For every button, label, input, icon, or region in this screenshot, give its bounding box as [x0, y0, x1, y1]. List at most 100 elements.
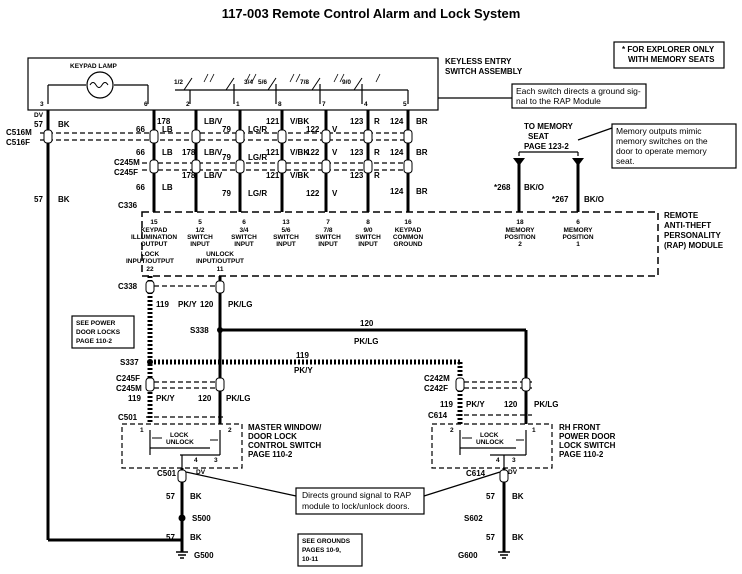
rh-pin: 2 [450, 427, 454, 434]
wire-123-color: R [374, 148, 380, 157]
wire-79-color: LG/R [248, 153, 267, 162]
connector-c614-bottom: C614 [466, 469, 486, 478]
gnd-color: BK [190, 492, 202, 501]
rap-pin-name: INPUT [234, 241, 254, 248]
wire-123-label: 123 [350, 171, 364, 180]
rap-pin-name: 9/0 [363, 227, 372, 234]
gnd-circuit: 57 [486, 533, 495, 542]
memory-connector-2 [513, 158, 525, 166]
rap-pin-num: 15 [150, 219, 158, 226]
memory-callout-line-4: seat. [616, 156, 634, 166]
master-pin: 1 [140, 427, 144, 434]
rap-pin-name: 5/6 [281, 227, 290, 234]
wire-79-label: 79 [222, 189, 231, 198]
wire-178-label: 178 [182, 148, 196, 157]
rap-pin-name: MEMORY [563, 227, 593, 234]
master-pin: 4 [194, 457, 198, 464]
splice-s500 [178, 514, 186, 522]
rh-switch-label-1: RH FRONT [559, 423, 600, 432]
wire-123-color: R [374, 117, 380, 126]
rap-pin-name: INPUT [358, 241, 378, 248]
diagram-title: 117-003 Remote Control Alarm and Lock Sy… [222, 6, 521, 21]
splice-s602-label: S602 [464, 514, 483, 523]
connector-c336: C336 [118, 201, 138, 210]
master-unlock-label: UNLOCK [166, 439, 194, 446]
wire-121-label: 121 [266, 117, 280, 126]
wire-122-label: 122 [306, 148, 320, 157]
rh-switch-box [431, 423, 553, 469]
rap-pin-num: 18 [516, 219, 524, 226]
rap-pin-name: COMMON [393, 234, 424, 241]
lock-wire-color: PK/Y [178, 300, 197, 309]
unlock-wire-color: PK/LG [228, 300, 252, 309]
keyless-switch-bus [175, 84, 409, 104]
connector-c245m-top: C245M [114, 158, 140, 167]
rh-switch-label-4: PAGE 110-2 [559, 450, 604, 459]
rh-pin: 4 [496, 457, 500, 464]
master-switch-label-1: MASTER WINDOW/ [248, 423, 322, 432]
rap-label-3: PERSONALITY [664, 231, 722, 240]
pin-pill [215, 280, 225, 294]
keyless-pin: 1 [236, 101, 240, 108]
ground-wires [48, 468, 506, 552]
gnd-circuit: 57 [166, 492, 175, 501]
connector-c516m: C516M [6, 128, 32, 137]
wire-122-label: 122 [306, 189, 320, 198]
rh-unlock-circuit: 120 [504, 400, 518, 409]
connector-pins [43, 129, 413, 174]
wire-121-color: V/BK [290, 148, 309, 157]
keyless-pin: 2 [186, 101, 190, 108]
rap-pin-name: SWITCH [187, 234, 213, 241]
wire-66-label: 66 [136, 125, 145, 134]
master-switch-contacts [149, 430, 221, 468]
keyless-pin: 3 [40, 101, 44, 108]
pin-pill [145, 377, 155, 392]
dv-top-label: DV [34, 112, 44, 119]
rh-switch-label-3: LOCK SWITCH [559, 441, 616, 450]
connector-c245f-top: C245F [114, 168, 138, 177]
connector-c338: C338 [118, 282, 138, 291]
gnd-circuit: 57 [486, 492, 495, 501]
pin-pill [499, 469, 509, 483]
rh-switch-label-2: POWER DOOR [559, 432, 616, 441]
wire-124-label: 124 [390, 187, 404, 196]
connector-c245f-bottom: C245F [116, 374, 140, 383]
explorer-note-box [613, 41, 725, 69]
switch-label-34: 3/4 [244, 79, 253, 86]
explorer-note-line-2: WITH MEMORY SEATS [628, 55, 715, 64]
keyless-switches [183, 73, 381, 91]
s337-circuit: 119 [296, 351, 309, 360]
rap-pin-name: INPUT [190, 241, 210, 248]
master-pin: 3 [214, 457, 218, 464]
rap-pin-name: 1 [576, 241, 580, 248]
rap-unlock-name: INPUT/OUTPUT [196, 258, 244, 265]
rh-pin: 3 [512, 457, 516, 464]
memory-seat-bracket [518, 127, 613, 156]
pin-pill [215, 377, 225, 392]
keyless-callout-box [511, 83, 647, 109]
rap-pin-name: KEYPAD [395, 227, 422, 234]
memory-callout-line-1: Memory outputs mimic [616, 126, 702, 136]
keyless-callout-line-2: nal to the RAP Module [516, 96, 601, 106]
wire-66-color: LB [162, 183, 173, 192]
s338-color: PK/LG [354, 337, 378, 346]
rap-module-box [141, 211, 659, 277]
wire-178-color: LB/V [204, 117, 223, 126]
rap-pin-labels: 15 KEYPAD ILLUMINATION OUTPUT 5 1/2 SWIT… [126, 219, 594, 273]
memory-connector-1 [572, 158, 584, 166]
wire-66-label: 66 [136, 183, 145, 192]
connector-c516f: C516F [6, 138, 30, 147]
ground-symbol-icon [176, 551, 188, 559]
rap-pin-num: 7 [326, 219, 330, 226]
rap-pin-name: 7/8 [323, 227, 332, 234]
see-power-locks-2: DOOR LOCKS [76, 329, 121, 336]
memory-wire-268-circuit: *268 [494, 183, 511, 192]
rap-pin-name: 1/2 [195, 227, 204, 234]
wire-178-label: 178 [182, 171, 196, 180]
rap-pin-name: GROUND [394, 241, 423, 248]
rap-pin-name: SWITCH [315, 234, 341, 241]
memory-wire-268-color: BK/O [524, 183, 544, 192]
wire-66-label: 66 [136, 148, 145, 157]
wire-122-color: V [332, 148, 338, 157]
wire-123-label: 123 [350, 117, 364, 126]
